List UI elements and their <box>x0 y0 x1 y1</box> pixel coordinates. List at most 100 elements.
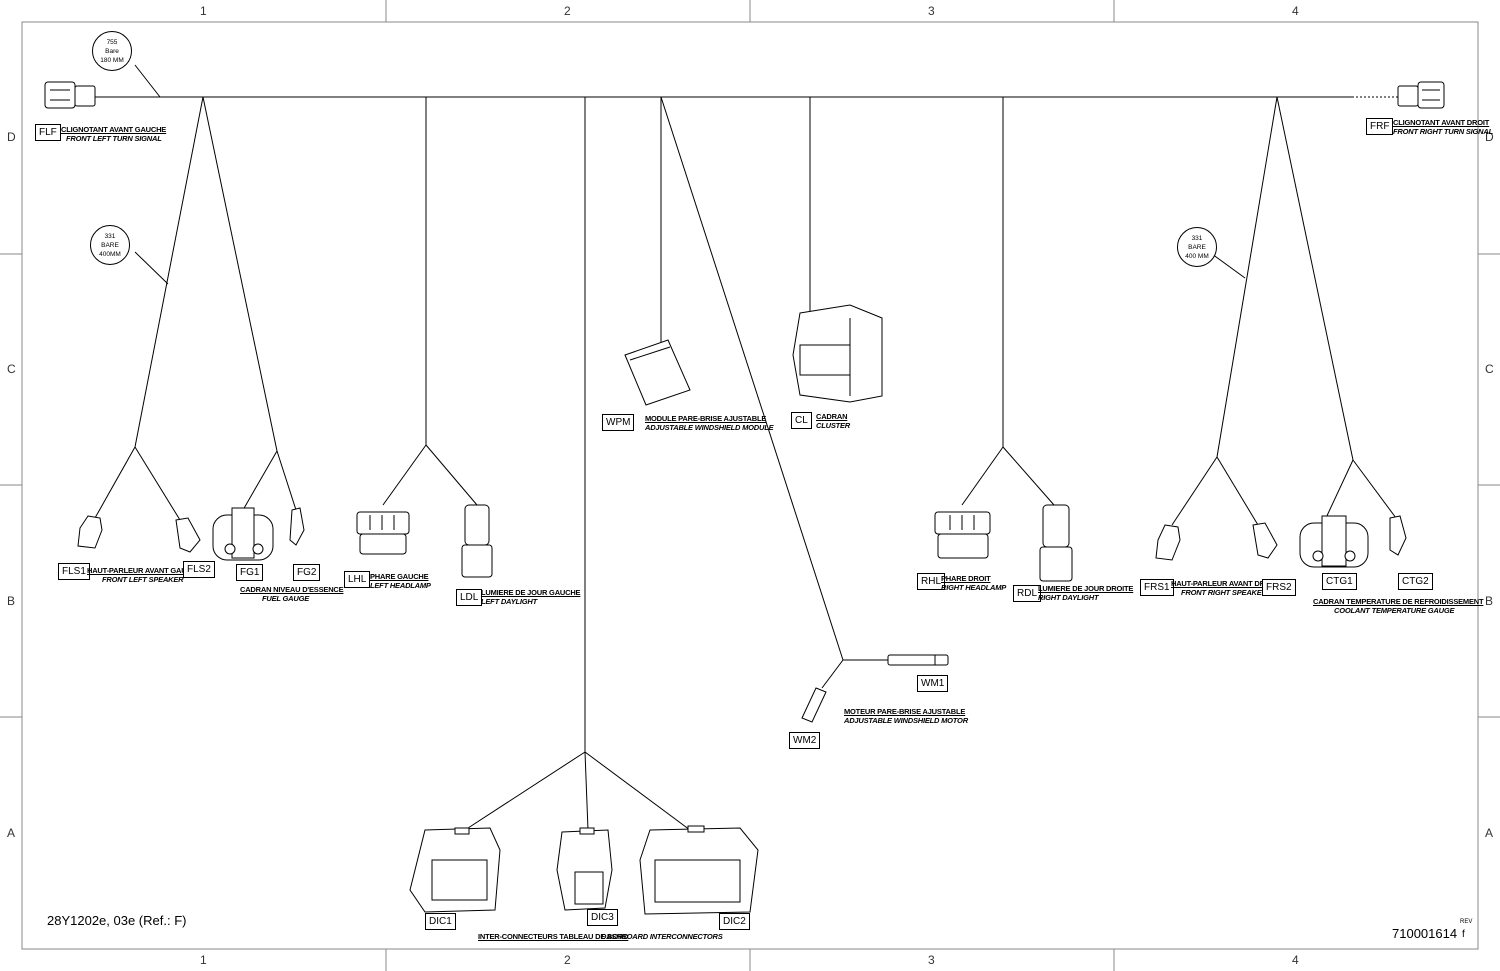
rhl-connector-icon <box>934 511 991 559</box>
label-en-lhl: LEFT HEADLAMP <box>370 581 431 590</box>
wire-spec-line: 180 MM <box>100 57 124 64</box>
connector-code-frf: FRF <box>1366 118 1394 135</box>
grid-row-a-right: A <box>1485 826 1494 840</box>
connector-code-cl: CL <box>791 412 812 429</box>
dic2-connector-icon <box>639 825 759 915</box>
label-en-ldl: LEFT DAYLIGHT <box>481 597 538 606</box>
connector-code-ctg2: CTG2 <box>1398 573 1433 590</box>
connector-code-fg1: FG1 <box>236 564 264 581</box>
connector-code-fg2: FG2 <box>293 564 321 581</box>
fg2-connector-icon <box>289 507 305 546</box>
connector-code-frs1: FRS1 <box>1140 579 1174 596</box>
grid-row-a-left: A <box>7 826 16 840</box>
connector-code-dic3: DIC3 <box>587 909 618 926</box>
label-en-wpm: ADJUSTABLE WINDSHIELD MODULE <box>645 423 774 432</box>
connector-code-fls1: FLS1 <box>58 563 90 580</box>
label-fr-fls: HAUT-PARLEUR AVANT GAUCHE <box>87 566 202 575</box>
label-en-frs: FRONT RIGHT SPEAKER <box>1181 588 1267 597</box>
cl-connector-icon <box>792 304 883 403</box>
connector-code-wm2: WM2 <box>789 732 821 749</box>
wpm-connector-icon <box>624 339 691 406</box>
label-fr-wm: MOTEUR PARE-BRISE AJUSTABLE <box>844 707 966 716</box>
ldl-connector-icon <box>461 504 493 578</box>
wm1-connector-icon <box>887 654 949 666</box>
connector-code-rdl: RDL <box>1013 585 1042 602</box>
connector-code-dic2: DIC2 <box>719 913 750 930</box>
grid-row-c-right: C <box>1485 362 1494 376</box>
wire-spec-circle-right: 331 BARE 400 MM <box>1177 227 1217 267</box>
fls1-connector-icon <box>77 515 103 549</box>
wire-spec-circle-left: 331 BARE 400MM <box>90 225 130 265</box>
connector-code-wpm: WPM <box>602 414 635 431</box>
grid-row-c-left: C <box>7 362 16 376</box>
label-fr-cl: CADRAN <box>816 412 848 421</box>
dic3-connector-icon <box>556 827 613 911</box>
connector-code-ldl: LDL <box>456 589 483 606</box>
part-number: 710001614 <box>1392 926 1458 941</box>
rdl-connector-icon <box>1039 504 1073 582</box>
label-en-dic: DASHBOARD INTERCONNECTORS <box>601 932 723 941</box>
wire-spec-line: Bare <box>105 48 119 55</box>
connector-code-lhl: LHL <box>344 571 371 588</box>
fls2-connector-icon <box>175 517 201 553</box>
wire-spec-circle-top: 755 Bare 180 MM <box>92 31 132 71</box>
label-en-wm: ADJUSTABLE WINDSHIELD MOTOR <box>844 716 968 725</box>
grid-row-b-left: B <box>7 594 16 608</box>
ctg2-connector-icon <box>1389 515 1407 556</box>
fg1-connector-icon <box>212 507 274 561</box>
connector-code-dic1: DIC1 <box>425 913 456 930</box>
label-en-ctg: COOLANT TEMPERATURE GAUGE <box>1334 606 1455 615</box>
wire-spec-line: 331 <box>1191 235 1203 242</box>
connector-code-fls2: FLS2 <box>183 561 215 578</box>
label-fr-frf: CLIGNOTANT AVANT DROIT <box>1393 118 1490 127</box>
label-fr-ldl: LUMIERE DE JOUR GAUCHE <box>481 588 581 597</box>
grid-row-b-right: B <box>1485 594 1494 608</box>
dic1-connector-icon <box>409 827 501 913</box>
label-fr-fg: CADRAN NIVEAU D'ESSENCE <box>240 585 344 594</box>
label-fr-flf: CLIGNOTANT AVANT GAUCHE <box>61 125 167 134</box>
wm2-connector-icon <box>801 687 827 723</box>
label-fr-rdl: LUMIERE DE JOUR DROITE <box>1038 584 1134 593</box>
wire-spec-line: BARE <box>101 242 119 249</box>
grid-row-d-left: D <box>7 130 16 144</box>
label-en-fls: FRONT LEFT SPEAKER <box>102 575 184 584</box>
label-en-fg: FUEL GAUGE <box>262 594 310 603</box>
wire-spec-line: 400 MM <box>1185 253 1209 260</box>
grid-col-3-bottom: 3 <box>928 953 935 967</box>
frs1-connector-icon <box>1155 524 1181 561</box>
connector-code-wm1: WM1 <box>917 675 949 692</box>
wire-spec-line: 331 <box>104 233 116 240</box>
connector-code-rhl: RHL <box>917 573 946 590</box>
label-fr-ctg: CADRAN TEMPERATURE DE REFROIDISSEMENT <box>1313 597 1484 606</box>
label-fr-rhl: PHARE DROIT <box>941 574 991 583</box>
wire-spec-line: 400MM <box>99 251 121 258</box>
ctg1-connector-icon <box>1299 515 1369 568</box>
connector-code-ctg1: CTG1 <box>1322 573 1357 590</box>
label-en-frf: FRONT RIGHT TURN SIGNAL <box>1393 127 1493 136</box>
grid-col-1-top: 1 <box>200 4 207 18</box>
drawing-reference: 28Y1202e, 03e (Ref.: F) <box>47 913 187 928</box>
label-en-cl: CLUSTER <box>816 421 851 430</box>
label-en-rhl: RIGHT HEADLAMP <box>941 583 1007 592</box>
lhl-connector-icon <box>356 511 410 555</box>
grid-col-4-bottom: 4 <box>1292 953 1299 967</box>
wire-spec-line: BARE <box>1188 244 1206 251</box>
label-en-rdl: RIGHT DAYLIGHT <box>1038 593 1099 602</box>
connector-sketches <box>44 81 1445 915</box>
connector-code-frs2: FRS2 <box>1262 579 1296 596</box>
grid-row-d-right: D <box>1485 130 1494 144</box>
grid-col-1-bottom: 1 <box>200 953 207 967</box>
wiring-lines <box>94 64 1398 831</box>
frs2-connector-icon <box>1252 522 1278 559</box>
label-fr-lhl: PHARE GAUCHE <box>370 572 429 581</box>
label-en-flf: FRONT LEFT TURN SIGNAL <box>66 134 162 143</box>
rev-value: f <box>1462 929 1465 940</box>
grid-col-2-bottom: 2 <box>564 953 571 967</box>
flf-connector-icon <box>44 81 96 109</box>
wire-spec-line: 755 <box>106 39 118 46</box>
grid-col-4-top: 4 <box>1292 4 1299 18</box>
label-fr-wpm: MODULE PARE-BRISE AJUSTABLE <box>645 414 767 423</box>
